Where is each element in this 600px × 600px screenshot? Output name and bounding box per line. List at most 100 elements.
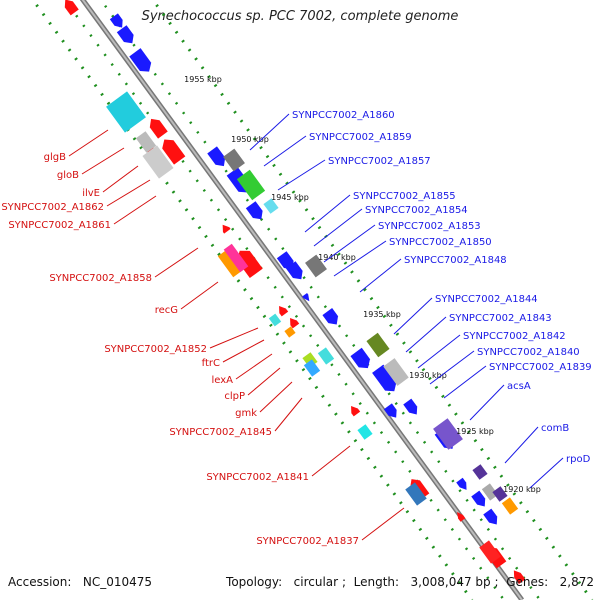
forward-gene-17-shape bbox=[483, 508, 498, 525]
forward-gene-label: SYNPCC7002_A1859 bbox=[309, 132, 412, 143]
reverse-gene-label: SYNPCC7002_A1862 bbox=[1, 202, 104, 213]
scale-tick-label: 1940 kbp bbox=[318, 253, 356, 262]
scale-tick-label: 1950 kbp bbox=[231, 135, 269, 144]
feature-block-12-shape bbox=[317, 347, 335, 365]
guide-line-outer-left bbox=[31, 0, 474, 600]
feature-block-23-shape bbox=[405, 482, 427, 506]
reverse-gene-8 bbox=[351, 405, 361, 417]
scale-tick-label: 1935 kbp bbox=[363, 310, 401, 319]
genome-stats: Topology: circular ; Length: 3,008,047 b… bbox=[226, 575, 594, 589]
reverse-gene-3 bbox=[162, 139, 186, 165]
forward-gene-leader-line bbox=[469, 384, 505, 421]
forward-gene-label: SYNPCC7002_A1844 bbox=[435, 294, 538, 305]
feature-block-19 bbox=[472, 464, 488, 480]
reverse-gene-leader-line bbox=[235, 353, 273, 380]
forward-gene-leader-line bbox=[323, 224, 376, 263]
reverse-gene-5 bbox=[236, 250, 263, 279]
feature-block-15-shape bbox=[366, 332, 390, 358]
accession-value: NC_010475 bbox=[82, 575, 153, 589]
forward-gene-8-shape bbox=[285, 261, 303, 280]
forward-gene-leader-line bbox=[277, 159, 326, 191]
feature-block-5 bbox=[236, 169, 266, 201]
feature-block-3 bbox=[135, 131, 157, 153]
forward-gene-4-shape bbox=[207, 146, 226, 167]
reverse-gene-2 bbox=[149, 118, 168, 139]
genome-backbone-highlight bbox=[81, 0, 523, 600]
feature-block-22 bbox=[501, 497, 519, 515]
feature-block-16-shape bbox=[383, 358, 409, 386]
forward-gene-15-shape bbox=[456, 477, 467, 490]
feature-block-9 bbox=[305, 254, 327, 278]
forward-gene-leader-line bbox=[405, 316, 447, 353]
scale-tick-label: 1945 kbp bbox=[271, 193, 309, 202]
forward-gene-16-shape bbox=[471, 490, 486, 507]
forward-gene-6 bbox=[245, 201, 263, 220]
reverse-gene-leader-line bbox=[222, 339, 265, 363]
reverse-gene-label: gloB bbox=[57, 170, 79, 181]
feature-block-5-shape bbox=[236, 169, 266, 201]
reverse-gene-10 bbox=[457, 511, 466, 522]
reverse-gene-label: lexA bbox=[211, 375, 233, 386]
forward-gene-13 bbox=[403, 398, 418, 415]
reverse-gene-leader-line bbox=[180, 281, 219, 310]
forward-gene-17 bbox=[483, 508, 498, 525]
reverse-gene-2-shape bbox=[149, 118, 168, 139]
forward-gene-8 bbox=[285, 261, 303, 280]
reverse-gene-leader-line bbox=[81, 147, 125, 175]
forward-gene-15 bbox=[456, 477, 467, 490]
reverse-gene-leader-line bbox=[113, 195, 157, 225]
forward-gene-leader-line bbox=[313, 208, 363, 247]
forward-gene-9-shape bbox=[322, 308, 339, 325]
forward-gene-11 bbox=[372, 364, 397, 392]
reverse-gene-label: gmk bbox=[235, 408, 257, 419]
forward-gene-2 bbox=[116, 25, 134, 44]
reverse-gene-6 bbox=[279, 305, 289, 317]
reverse-gene-8-shape bbox=[351, 405, 361, 417]
forward-gene-leader-line bbox=[393, 297, 433, 335]
forward-gene-leader-line bbox=[333, 240, 387, 277]
length-value: 3,008,047 bp bbox=[410, 575, 491, 589]
forward-gene-label: SYNPCC7002_A1843 bbox=[449, 313, 552, 324]
feature-block-17 bbox=[357, 424, 373, 440]
forward-gene-label: SYNPCC7002_A1854 bbox=[365, 205, 468, 216]
forward-gene-label: SYNPCC7002_A1860 bbox=[292, 110, 395, 121]
feature-block-2-shape bbox=[142, 145, 174, 179]
feature-block-14 bbox=[303, 359, 321, 377]
reverse-gene-1 bbox=[64, 0, 79, 16]
forward-gene-4 bbox=[207, 146, 226, 167]
forward-gene-leader-line bbox=[504, 426, 539, 464]
feature-block-24 bbox=[479, 540, 501, 564]
forward-gene-label: SYNPCC7002_A1855 bbox=[353, 191, 456, 202]
feature-block-9-shape bbox=[305, 254, 327, 278]
reverse-gene-leader-line bbox=[361, 507, 405, 541]
forward-gene-7-shape bbox=[276, 251, 294, 270]
forward-gene-12 bbox=[383, 403, 397, 418]
feature-block-11 bbox=[284, 326, 296, 338]
scale-tick-label: 1920 kbp bbox=[503, 485, 541, 494]
topology-label: Topology: bbox=[226, 575, 283, 589]
forward-gene-12-shape bbox=[383, 403, 397, 418]
reverse-gene-label: recG bbox=[155, 305, 178, 316]
reverse-gene-13-shape bbox=[222, 224, 231, 234]
length-label: Length: bbox=[353, 575, 400, 589]
feature-block-18-shape bbox=[433, 418, 463, 450]
reverse-gene-7 bbox=[290, 317, 300, 329]
reverse-gene-leader-line bbox=[247, 367, 281, 396]
feature-block-14-shape bbox=[303, 359, 321, 377]
forward-gene-label: SYNPCC7002_A1850 bbox=[389, 237, 492, 248]
forward-gene-label: rpoD bbox=[566, 454, 591, 465]
reverse-gene-label: ftrC bbox=[202, 358, 220, 369]
guide-line-outer-right bbox=[151, 0, 594, 600]
reverse-gene-label: ilvE bbox=[82, 188, 100, 199]
reverse-gene-label: glgB bbox=[44, 152, 66, 163]
forward-gene-label: comB bbox=[541, 423, 569, 434]
forward-gene-label: SYNPCC7002_A1839 bbox=[489, 362, 592, 373]
reverse-gene-leader-line bbox=[209, 327, 259, 349]
forward-gene-label: SYNPCC7002_A1853 bbox=[378, 221, 481, 232]
reverse-gene-leader-line bbox=[274, 397, 303, 432]
feature-block-23 bbox=[405, 482, 427, 506]
feature-block-2 bbox=[142, 145, 174, 179]
feature-block-17-shape bbox=[357, 424, 373, 440]
reverse-gene-5-shape bbox=[236, 250, 263, 279]
